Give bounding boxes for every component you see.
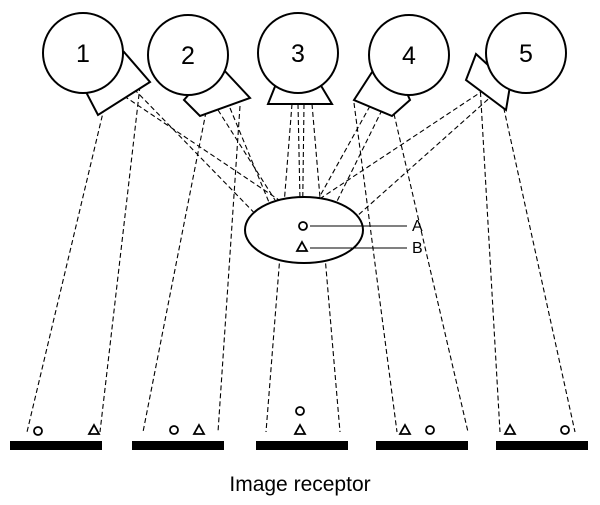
ray	[309, 93, 495, 259]
ray	[229, 107, 293, 259]
ray	[265, 103, 293, 433]
receptor-bar	[132, 441, 224, 450]
ray	[217, 105, 241, 433]
ray	[314, 105, 371, 206]
tube-label: 5	[519, 40, 533, 68]
image-of-a	[169, 425, 179, 435]
x-ray-tube-2: 2	[147, 14, 252, 118]
image-of-a	[425, 425, 435, 435]
tube-housing	[257, 12, 339, 94]
image-of-b	[503, 423, 517, 435]
x-ray-tube-1: 1	[42, 12, 152, 117]
receptor-1	[10, 423, 102, 450]
point-b-triangle	[295, 240, 309, 252]
x-ray-tube-4: 4	[352, 14, 450, 118]
image-of-b	[293, 423, 307, 435]
ray	[217, 109, 276, 201]
image-of-a	[33, 426, 43, 436]
ray	[353, 102, 398, 433]
ray	[501, 99, 576, 433]
tube-label: 3	[291, 40, 305, 68]
image-of-b	[192, 423, 206, 435]
point-b-label: B	[412, 240, 423, 257]
tube-label: 1	[76, 40, 90, 68]
x-ray-tube-5: 5	[464, 12, 567, 112]
imaged-object: A B	[244, 196, 423, 264]
ray	[317, 89, 485, 201]
ray	[297, 103, 301, 201]
receptor-2	[132, 423, 224, 450]
ray	[311, 103, 341, 433]
tube-housing	[485, 12, 567, 94]
ray	[479, 83, 501, 433]
image-of-a	[295, 406, 305, 416]
point-a-label: A	[412, 218, 423, 235]
ray	[142, 111, 207, 433]
projection-rays	[26, 83, 576, 433]
image-of-b	[398, 423, 412, 435]
receptor-bar	[10, 441, 102, 450]
tube-label: 4	[402, 42, 416, 70]
tube-housing	[42, 12, 124, 94]
tube-housing	[147, 14, 229, 96]
ray	[99, 85, 141, 433]
point-a-circle	[298, 221, 308, 231]
ray	[393, 113, 469, 433]
receptor-bar	[496, 441, 588, 450]
receptor-4	[376, 423, 468, 450]
receptor-3	[256, 406, 348, 450]
receptor-bar	[256, 441, 348, 450]
x-ray-tube-3: 3	[257, 12, 339, 105]
image-of-a	[560, 425, 570, 435]
image-of-b	[87, 423, 101, 435]
tube-label: 2	[181, 42, 195, 70]
tube-housing	[368, 14, 450, 96]
receptor-caption: Image receptor	[229, 473, 370, 496]
ray	[26, 99, 107, 433]
receptor-5	[496, 423, 588, 450]
receptor-bar	[376, 441, 468, 450]
